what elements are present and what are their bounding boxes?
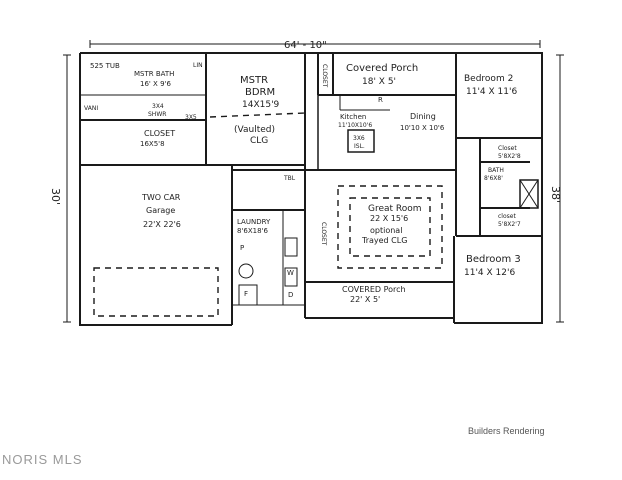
great-room-title: Great Room <box>368 204 422 214</box>
garage-doors <box>93 267 219 317</box>
outer-wall-top-right <box>80 52 543 324</box>
tub-label: 525 TUB <box>90 62 120 70</box>
closet-small-label: CLOSET <box>320 222 327 246</box>
kitchen-title: Kitchen <box>340 113 366 121</box>
master-bath-title: MSTR BATH <box>134 70 174 78</box>
master-bedroom-title: MSTR <box>240 75 268 86</box>
bath-title: BATH <box>488 167 504 174</box>
closet2-size: 5'8X2'8 <box>498 153 521 160</box>
shower-size: 3X4 <box>152 103 164 110</box>
bedroom2-title: Bedroom 2 <box>464 74 513 84</box>
master-closet-title: CLOSET <box>144 129 175 138</box>
master-vaulted-label: (Vaulted) <box>234 125 275 135</box>
great-room-size: 22 X 15'6 <box>370 214 408 223</box>
covered-porch-top-size: 18' X 5' <box>362 77 396 87</box>
bedroom3-title: Bedroom 3 <box>466 254 521 265</box>
kitchen-island <box>347 129 375 153</box>
garage-size: 22'X 22'6 <box>143 220 181 229</box>
fixture-w: W <box>287 269 294 277</box>
closet3-title: closet <box>498 213 516 220</box>
closet-vertical-label: CLOSET <box>321 64 328 88</box>
vanity-label: VANI <box>84 105 98 112</box>
fixture-p: P <box>240 244 244 252</box>
laundry-title: LAUNDRY <box>237 218 271 226</box>
master-ceiling-label: CLG <box>250 136 268 146</box>
bath-size: 8'6X8' <box>484 175 503 182</box>
bedroom2-size: 11'4 X 11'6 <box>466 87 517 97</box>
closet2-title: Closet <box>498 145 517 152</box>
great-room-optional: optional <box>370 226 402 235</box>
master-closet-size: 16X5'8 <box>140 140 165 148</box>
covered-porch-bottom-title: COVERED Porch <box>342 285 406 294</box>
master-bath-size: 16' X 9'6 <box>140 80 171 88</box>
garage-title: TWO CAR <box>141 193 181 202</box>
width-dimension: 64' - 10" <box>284 40 327 51</box>
fixture-r: R <box>378 96 383 104</box>
closet3-size: 5'8X2'7 <box>498 221 521 228</box>
island-label: ISL. <box>354 143 365 150</box>
dining-size: 10'10 X 10'6 <box>400 124 445 132</box>
depth-left-dimension: 30' <box>49 188 62 205</box>
island-size: 3X6 <box>353 135 365 142</box>
fixture-f: F <box>244 290 248 298</box>
kitchen-size: 11'10X10'6 <box>338 122 372 129</box>
garage-title-2: Garage <box>146 206 175 215</box>
linen-label: LIN <box>193 62 203 69</box>
covered-porch-top-title: Covered Porch <box>346 63 418 74</box>
table-label: TBL <box>283 175 296 182</box>
fixture-d: D <box>288 291 293 299</box>
trayed-ceiling-outline <box>337 185 443 269</box>
dining-title: Dining <box>410 112 436 121</box>
master-bedroom-size: 14X15'9 <box>242 100 280 110</box>
master-bedroom-title-2: BDRM <box>245 87 275 98</box>
builders-rendering-caption: Builders Rendering <box>468 426 545 436</box>
bedroom3-size: 11'4 X 12'6 <box>464 268 515 278</box>
laundry-size: 8'6X18'6 <box>237 227 268 235</box>
shower-label: SHWR <box>148 111 166 118</box>
covered-porch-bottom-size: 22' X 5' <box>350 295 380 304</box>
great-room-trayed: Trayed CLG <box>361 236 407 245</box>
mls-watermark: NORIS MLS <box>2 452 83 467</box>
garage-outer-wall <box>79 165 232 326</box>
depth-right-dimension: 38' <box>549 186 562 203</box>
small-room-size: 3X5 <box>185 114 197 121</box>
